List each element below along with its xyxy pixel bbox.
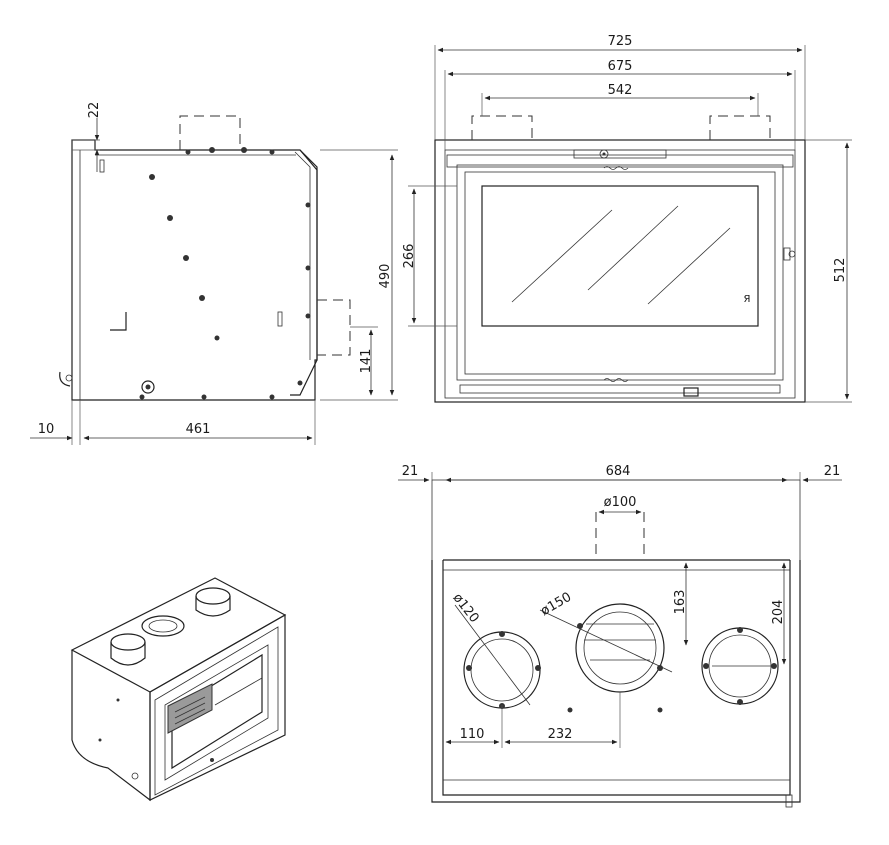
side-dim-461: 461 <box>186 422 211 437</box>
front-dim-675: 675 <box>608 59 633 74</box>
side-dim-490: 490 <box>378 264 393 289</box>
front-view: Я 725 675 542 266 512 <box>402 34 852 403</box>
front-dim-512: 512 <box>833 258 848 283</box>
logo-glyph: Я <box>744 294 751 305</box>
side-dim-10: 10 <box>38 422 55 437</box>
back-dim-110: 110 <box>460 727 485 742</box>
front-dim-725: 725 <box>608 34 633 49</box>
front-dim-266: 266 <box>402 244 417 269</box>
back-dim-684: 684 <box>606 464 631 479</box>
back-dim-d150: ø150 <box>538 590 574 619</box>
back-dim-d100: ø100 <box>604 495 637 510</box>
back-dim-204: 204 <box>771 600 786 625</box>
side-dim-22: 22 <box>87 102 102 119</box>
isometric-view <box>70 577 287 802</box>
front-dim-542: 542 <box>608 83 633 98</box>
back-dim-163: 163 <box>673 590 688 615</box>
side-view: 22 490 141 10 461 <box>30 102 398 445</box>
back-dim-232: 232 <box>548 727 573 742</box>
back-dim-21-left: 21 <box>402 464 419 479</box>
side-dim-141: 141 <box>359 349 374 374</box>
back-dim-21-right: 21 <box>824 464 841 479</box>
back-dim-d120: ø120 <box>450 591 482 626</box>
back-view: ø100 ø120 ø150 21 684 21 <box>398 464 842 808</box>
